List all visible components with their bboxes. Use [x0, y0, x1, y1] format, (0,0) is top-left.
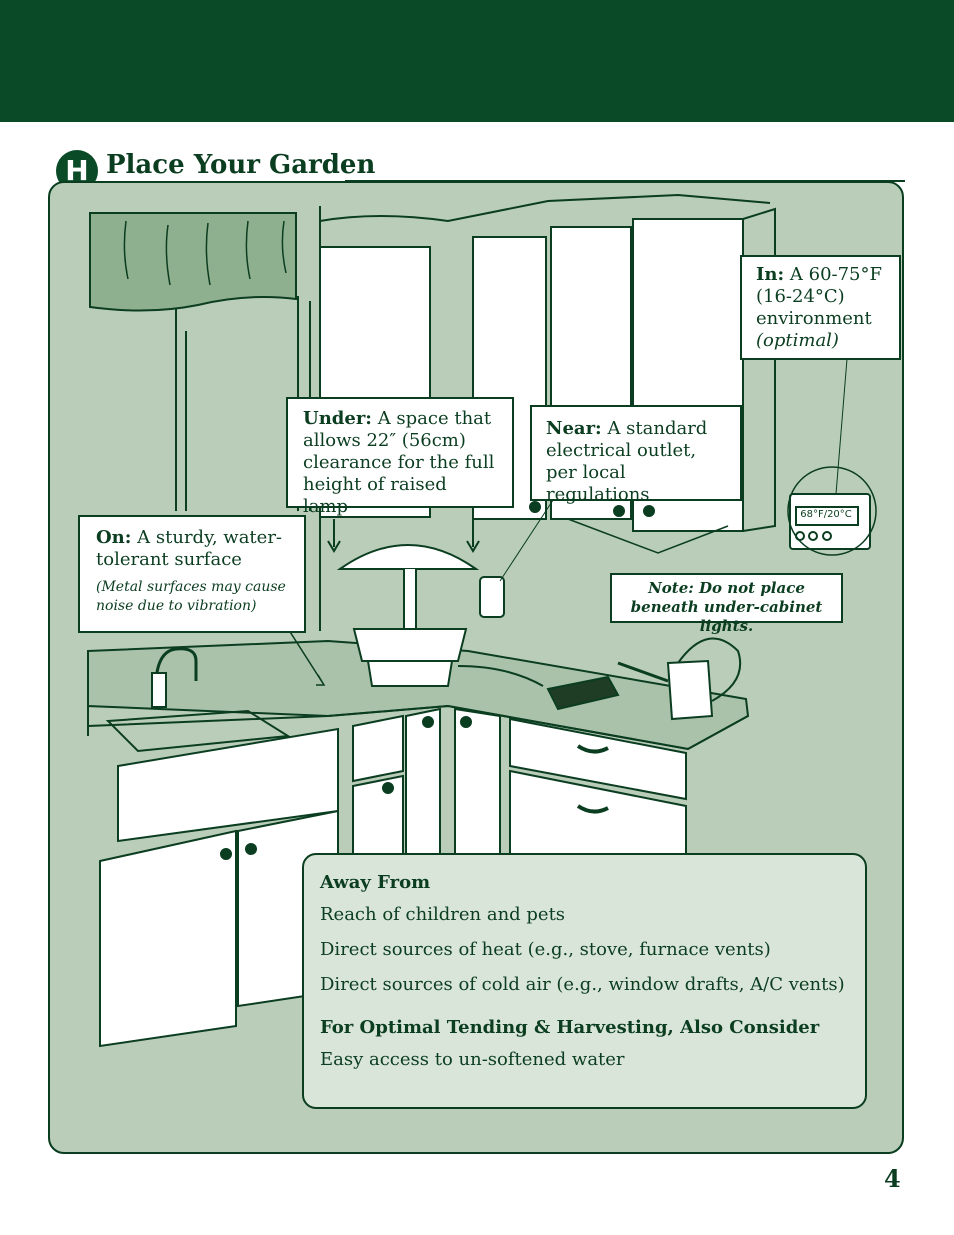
callout-in: In: A 60-75°F (16-24°C) environment (opt…: [740, 255, 901, 360]
consider-heading: For Optimal Tending & Harvesting, Also C…: [320, 1014, 849, 1042]
away-from-item: Direct sources of heat (e.g., stove, fur…: [320, 932, 849, 967]
thermostat-display: 68°F/20°C: [796, 507, 856, 523]
callout-on-label: On:: [96, 527, 131, 548]
away-from-item: Direct sources of cold air (e.g., window…: [320, 967, 849, 1002]
callout-near-label: Near:: [546, 418, 602, 439]
callout-on-note: (Metal surfaces may cause noise due to v…: [96, 578, 288, 616]
callout-under-label: Under:: [303, 408, 372, 429]
callout-note: Note: Do not place beneath under-cabinet…: [610, 573, 843, 623]
callout-near: Near: A standard electrical outlet, per …: [530, 405, 742, 501]
callout-in-label: In:: [756, 264, 784, 285]
away-from-item: Reach of children and pets: [320, 897, 849, 932]
header-bar: [0, 0, 954, 122]
page-number: 4: [884, 1164, 901, 1193]
page-title: Place Your Garden: [106, 150, 375, 180]
away-from-heading: Away From: [320, 869, 849, 897]
curtain-valance: [90, 213, 296, 311]
callout-on: On: A sturdy, water-tolerant surface (Me…: [78, 515, 306, 633]
callout-under: Under: A space that allows 22″ (56cm) cl…: [286, 397, 514, 508]
callout-in-note: (optimal): [756, 330, 839, 351]
away-from-box: Away From Reach of children and pets Dir…: [302, 853, 867, 1109]
consider-item: Easy access to un-softened water: [320, 1042, 849, 1077]
